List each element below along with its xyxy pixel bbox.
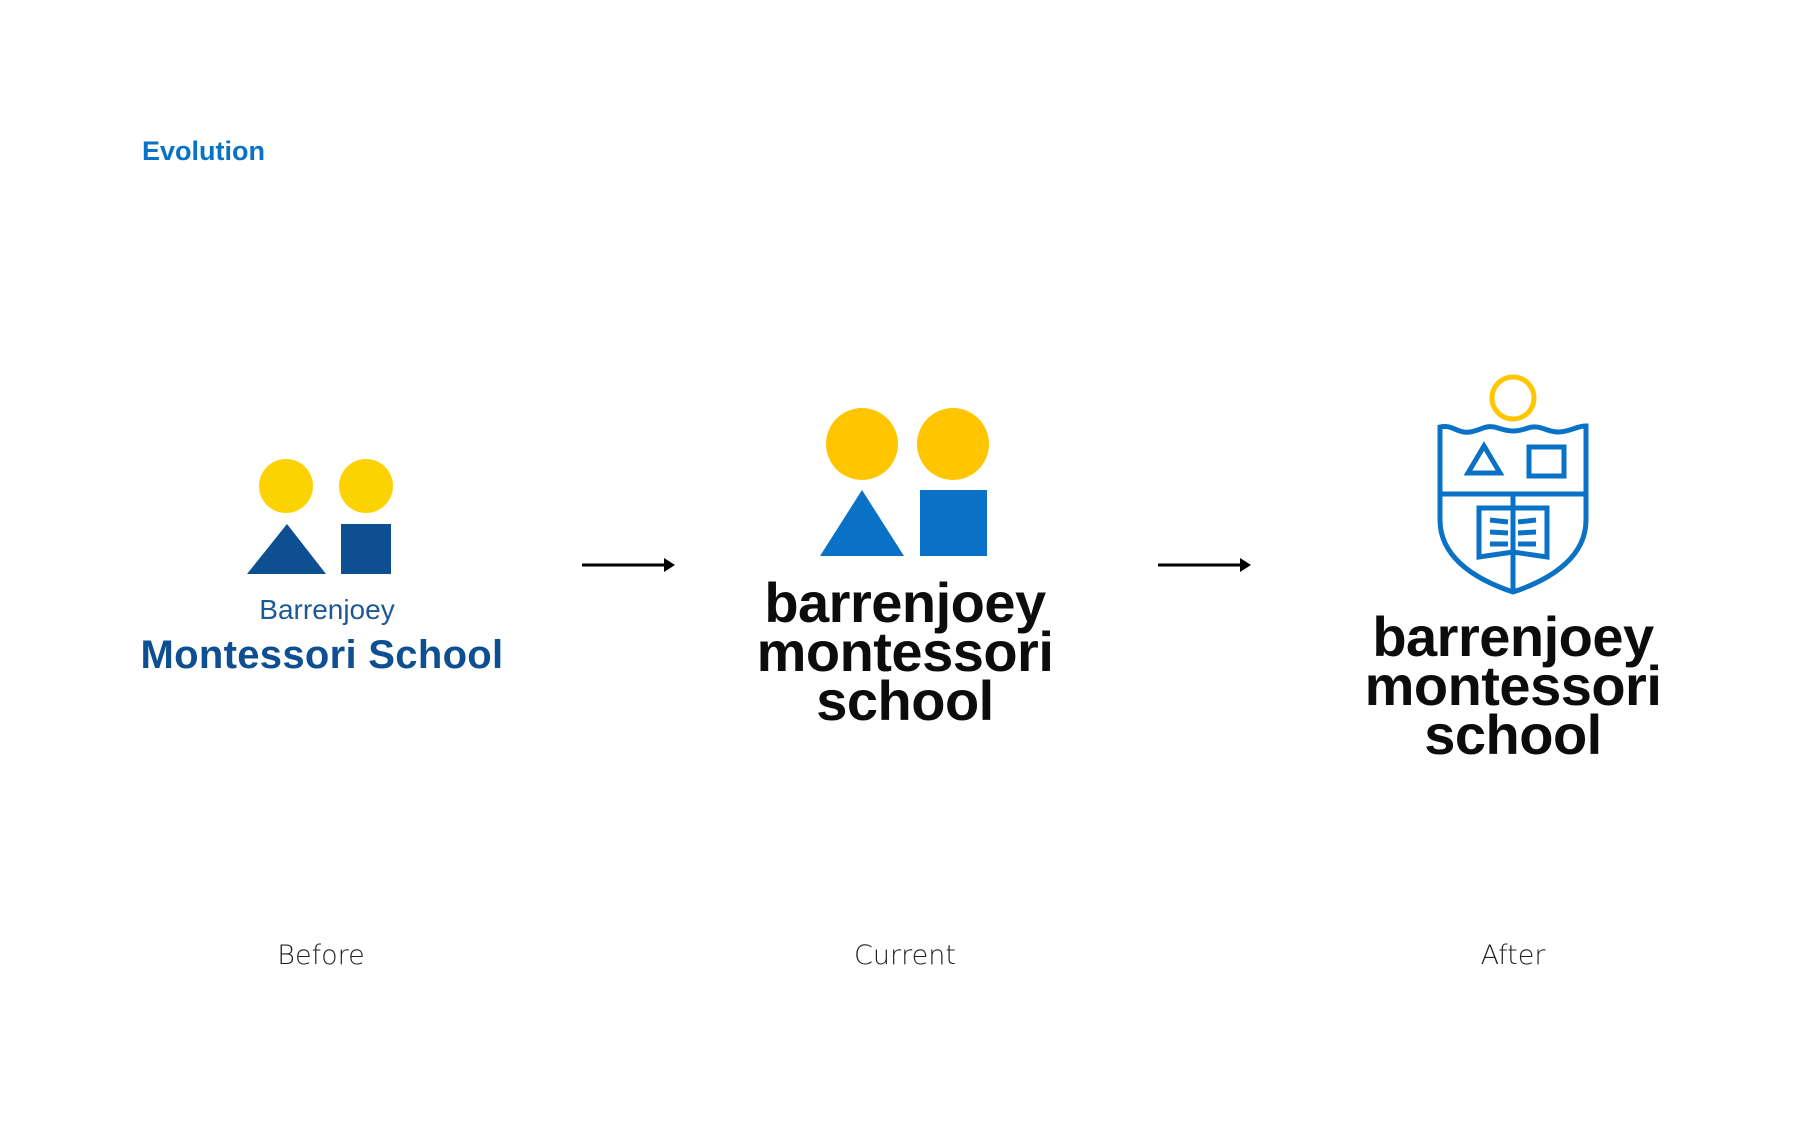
wordmark-line: barrenjoey — [1372, 605, 1654, 668]
arrow-right-icon — [1158, 558, 1251, 572]
sun-ring-icon — [1489, 374, 1537, 422]
wordmark-line: montessori — [756, 620, 1054, 683]
caption-after: After — [1480, 940, 1546, 971]
wordmark-line: school — [816, 669, 994, 732]
caption-before: Before — [277, 940, 365, 971]
section-title: Evolution — [142, 136, 265, 166]
yellow-circle-shape — [917, 408, 989, 480]
shield-icon — [1437, 423, 1589, 595]
yellow-circle-shape — [339, 459, 393, 513]
before-logo-mark — [247, 459, 393, 574]
square-shape — [341, 524, 391, 574]
yellow-circle-shape — [826, 408, 898, 480]
current-wordmark: barrenjoey montessori school — [695, 571, 1115, 732]
wordmark-line: montessori — [1364, 654, 1662, 717]
before-logo-line1: Barrenjoey — [259, 594, 395, 625]
after-logo-crest — [1437, 374, 1589, 595]
wordmark-line: school — [1424, 703, 1602, 766]
caption-current: Current — [854, 940, 956, 971]
arrow-right-icon — [582, 558, 675, 572]
after-wordmark: barrenjoey montessori school — [1303, 605, 1723, 766]
wordmark-line: barrenjoey — [764, 571, 1046, 634]
before-logo-line2: Montessori School — [140, 633, 504, 677]
square-shape — [920, 490, 987, 556]
triangle-shape — [247, 524, 326, 574]
current-logo-mark — [820, 408, 989, 556]
triangle-shape — [820, 490, 904, 556]
yellow-circle-shape — [259, 459, 313, 513]
